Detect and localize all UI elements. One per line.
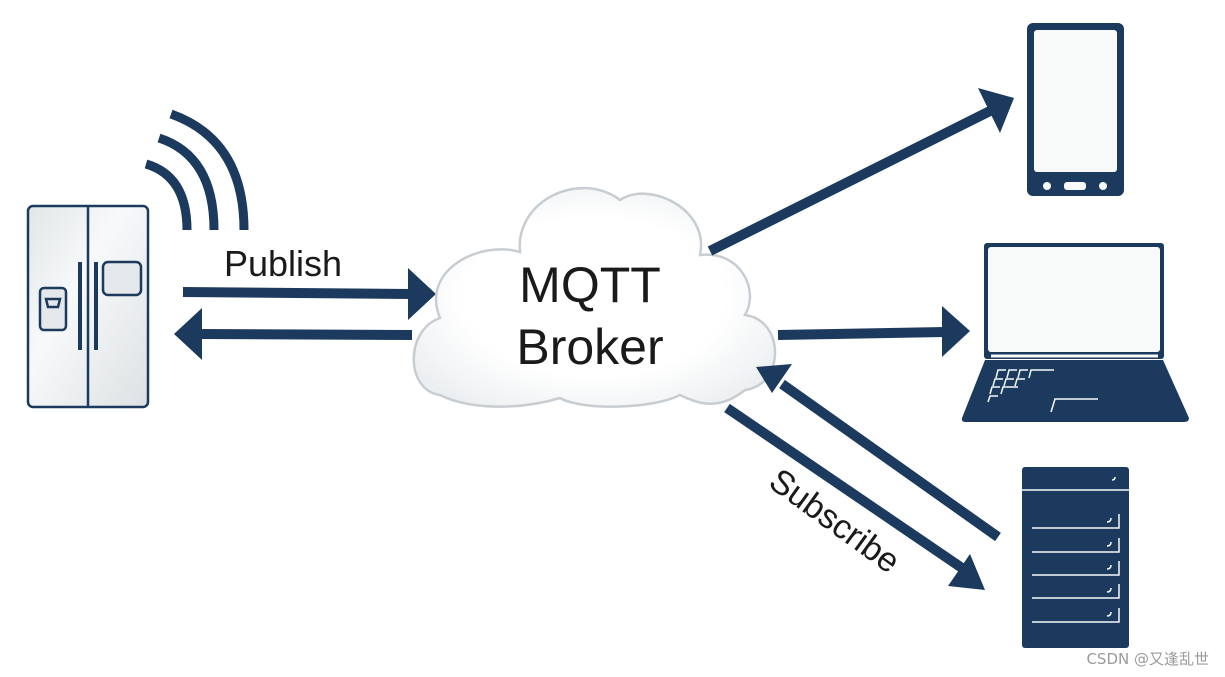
- arrow-to-phone: [707, 88, 1014, 256]
- server-icon: [1022, 467, 1129, 648]
- cloud-icon: [412, 186, 777, 408]
- arrow-to-laptop: [777, 306, 970, 357]
- wireless-signal-icon: [144, 109, 249, 231]
- return-arrow: [174, 308, 413, 360]
- arrow-to-server: [724, 403, 985, 590]
- refrigerator-icon: [26, 204, 150, 409]
- subscribe-arrow: [756, 364, 1001, 542]
- broker-title-line2: Broker: [516, 319, 663, 375]
- broker-title-line1: MQTT: [519, 257, 661, 313]
- smartphone-icon: [1027, 23, 1124, 196]
- laptop-icon: [961, 243, 1189, 422]
- publish-arrow: [182, 268, 436, 320]
- watermark: CSDN @又逢乱世: [1086, 650, 1209, 668]
- publish-label: Publish: [224, 243, 342, 284]
